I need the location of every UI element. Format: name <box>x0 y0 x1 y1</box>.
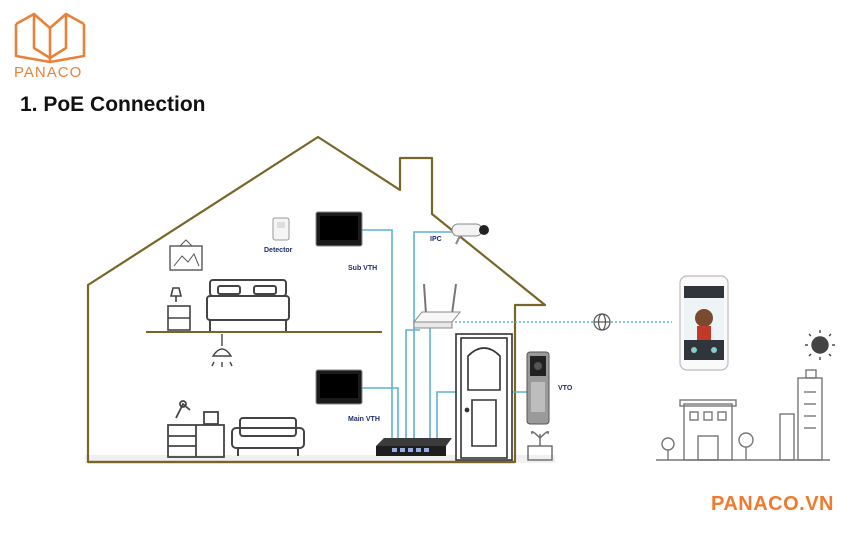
router-icon <box>412 283 462 329</box>
lamp-icon <box>211 334 233 367</box>
building-icon <box>656 369 830 461</box>
ipc-label: IPC <box>430 236 442 243</box>
main-vth-label: Main VTH <box>348 416 380 423</box>
monitor-icon <box>315 369 363 405</box>
page-title: 1. PoE Connection <box>20 93 206 116</box>
doorbell-icon <box>526 351 550 425</box>
switch-icon <box>376 438 452 456</box>
sofa-icon <box>231 417 305 456</box>
vto-label: VTO <box>558 385 573 392</box>
footer-brand: PANACO.VN <box>710 493 834 515</box>
book-logo-icon <box>14 12 86 64</box>
door-icon <box>455 333 513 461</box>
desk-icon <box>167 400 225 458</box>
phone-icon <box>679 275 729 371</box>
monitor-icon <box>315 211 363 247</box>
detector-icon <box>272 217 290 241</box>
sub-vth-label: Sub VTH <box>348 265 378 272</box>
bed-icon <box>206 279 290 331</box>
picture-icon <box>169 239 203 271</box>
logo-text: PANACO <box>14 64 83 81</box>
house-outline <box>86 135 547 464</box>
detector-label: Detector <box>264 247 293 254</box>
sun-icon <box>805 330 835 360</box>
globe-icon <box>593 313 611 331</box>
plant-icon <box>527 431 553 461</box>
camera-icon <box>451 223 489 245</box>
